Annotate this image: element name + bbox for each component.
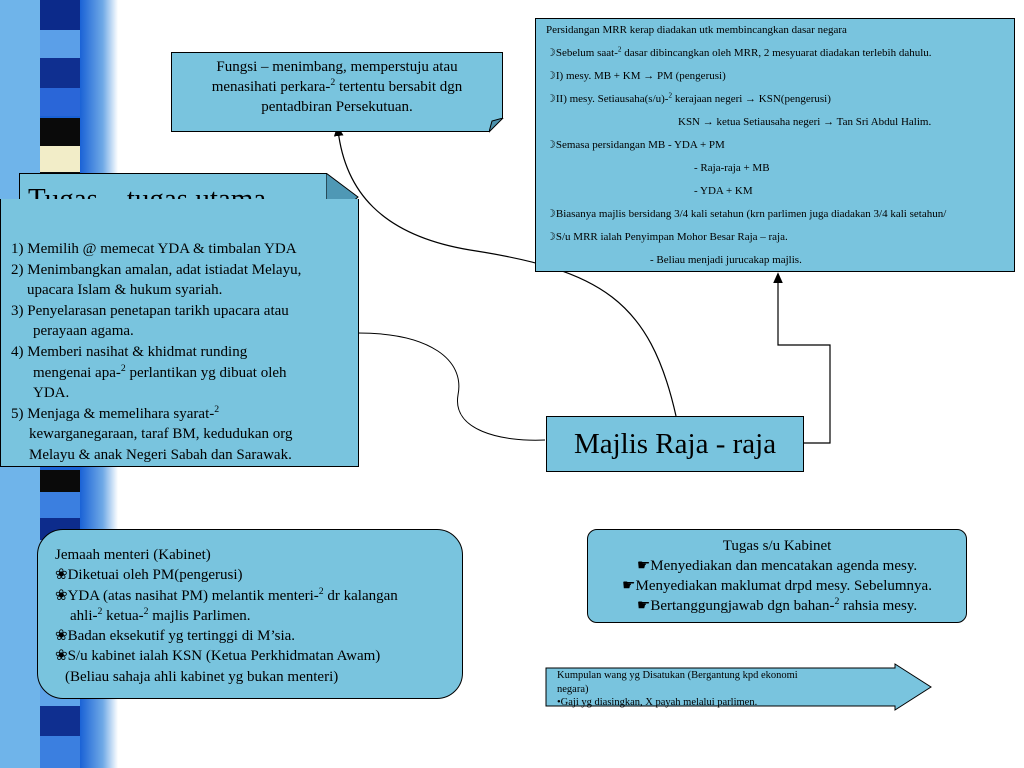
- persidangan-line-5: KSN → ketua Setiausaha negeri → Tan Sri …: [678, 116, 932, 128]
- persidangan-line-8: - YDA + KM: [694, 185, 753, 197]
- jemaah-bullet-1: ❀Diketuai oleh PM(pengerusi): [55, 567, 243, 584]
- fungsi-line-3: pentadbiran Persekutuan.: [261, 99, 413, 115]
- persidangan-line-10: ☽S/u MRR ialah Penyimpan Mohor Besar Raj…: [546, 231, 788, 243]
- tugas-item-2a: 2) Menimbangkan amalan, adat istiadat Me…: [11, 261, 302, 278]
- majlis-raja-box: Majlis Raja - raja: [546, 416, 804, 472]
- persidangan-line-6: ☽Semasa persidangan MB - YDA + PM: [546, 139, 725, 151]
- line-tugas-to-majlis: [357, 332, 546, 441]
- tugas-item-4c: YDA.: [33, 385, 70, 402]
- kumpulan-line-3: •Gaji yg diasingkan, X payah melalui par…: [557, 697, 758, 708]
- persidangan-line-4: ☽II) mesy. Setiausaha(s/u)-2 kerajaan ne…: [546, 91, 831, 105]
- hand-pointer-icon: ☛: [622, 578, 636, 594]
- jemaah-bullet-2b: ahli-2 ketua-2 majlis Parlimen.: [70, 605, 251, 624]
- hand-pointer-icon: ☛: [636, 558, 651, 574]
- tugas-list-box: 1) Memilih @ memecat YDA & timbalan YDA …: [0, 199, 359, 467]
- kumpulan-text: Kumpulan wang yg Disatukan (Bergantung k…: [557, 669, 897, 710]
- kabinet-task-3: ☛Bertanggungjawab dgn bahan-2 rahsia mes…: [636, 596, 918, 614]
- jemaah-bullet-2a: ❀YDA (atas nasihat PM) melantik menteri-…: [55, 585, 398, 604]
- jemaah-menteri-box: Jemaah menteri (Kabinet) ❀Diketuai oleh …: [37, 529, 463, 699]
- kumpulan-line-1: Kumpulan wang yg Disatukan (Bergantung k…: [557, 670, 798, 681]
- tugas-item-3b: perayaan agama.: [33, 323, 134, 340]
- tugas-item-4a: 4) Memberi nasihat & khidmat runding: [11, 343, 248, 360]
- jemaah-bullet-3: ❀Badan eksekutif yg tertinggi di M’sia.: [55, 628, 296, 645]
- tugas-item-1: 1) Memilih @ memecat YDA & timbalan YDA: [11, 241, 297, 257]
- fungsi-line-1: Fungsi – menimbang, memperstuju atau: [216, 59, 458, 75]
- persidangan-line-2: ☽Sebelum saat-2 dasar dibincangkan oleh …: [546, 45, 932, 59]
- persidangan-line-1: Persidangan MRR kerap diadakan utk membi…: [546, 24, 847, 36]
- hand-pointer-icon: ☛: [636, 598, 651, 614]
- fungsi-box: Fungsi – menimbang, memperstuju atau men…: [171, 52, 503, 132]
- kabinet-task-2: ☛Menyediakan maklumat drpd mesy. Sebelum…: [622, 578, 932, 594]
- tugas-kabinet-box: Tugas s/u Kabinet ☛Menyediakan dan menca…: [587, 529, 967, 623]
- kabinet-title: Tugas s/u Kabinet: [722, 538, 832, 554]
- majlis-raja-label: Majlis Raja - raja: [573, 428, 777, 460]
- tugas-item-5a: 5) Menjaga & memelihara syarat-2: [11, 403, 220, 422]
- persidangan-line-9: ☽Biasanya majlis bersidang 3/4 kali seta…: [546, 208, 947, 220]
- persidangan-line-3: ☽I) mesy. MB + KM → PM (pengerusi): [546, 70, 726, 82]
- kumpulan-line-2: negara): [557, 683, 589, 695]
- arrow-to-persidangan: [773, 272, 831, 444]
- kumpulan-arrow-shape: [545, 663, 932, 711]
- fungsi-fold-corner: [489, 118, 504, 133]
- tugas-item-5c: Melayu & anak Negeri Sabah dan Sarawak.: [29, 446, 292, 463]
- jemaah-title: Jemaah menteri (Kabinet): [55, 547, 211, 563]
- jemaah-bullet-5: (Beliau sahaja ahli kabinet yg bukan men…: [65, 668, 339, 685]
- tugas-item-3a: 3) Penyelarasan penetapan tarikh upacara…: [11, 302, 289, 319]
- tugas-item-5b: kewarganegaraan, taraf BM, kedudukan org: [29, 426, 293, 443]
- tugas-item-2b: upacara Islam & hukum syariah.: [27, 282, 223, 299]
- persidangan-box: Persidangan MRR kerap diadakan utk membi…: [535, 18, 1015, 272]
- tugas-item-4b: mengenai apa-2 perlantikan yg dibuat ole…: [33, 362, 287, 381]
- kabinet-task-1: ☛Menyediakan dan mencatakan agenda mesy.: [636, 558, 918, 574]
- jemaah-bullet-4: ❀S/u kabinet ialah KSN (Ketua Perkhidmat…: [55, 648, 381, 665]
- fungsi-line-2: menasihati perkara-2 tertentu bersabit d…: [211, 77, 463, 95]
- persidangan-line-7: - Raja-raja + MB: [694, 162, 770, 174]
- persidangan-line-11: - Beliau menjadi jurucakap majlis.: [650, 254, 802, 266]
- arrow-to-fungsi: [333, 125, 677, 417]
